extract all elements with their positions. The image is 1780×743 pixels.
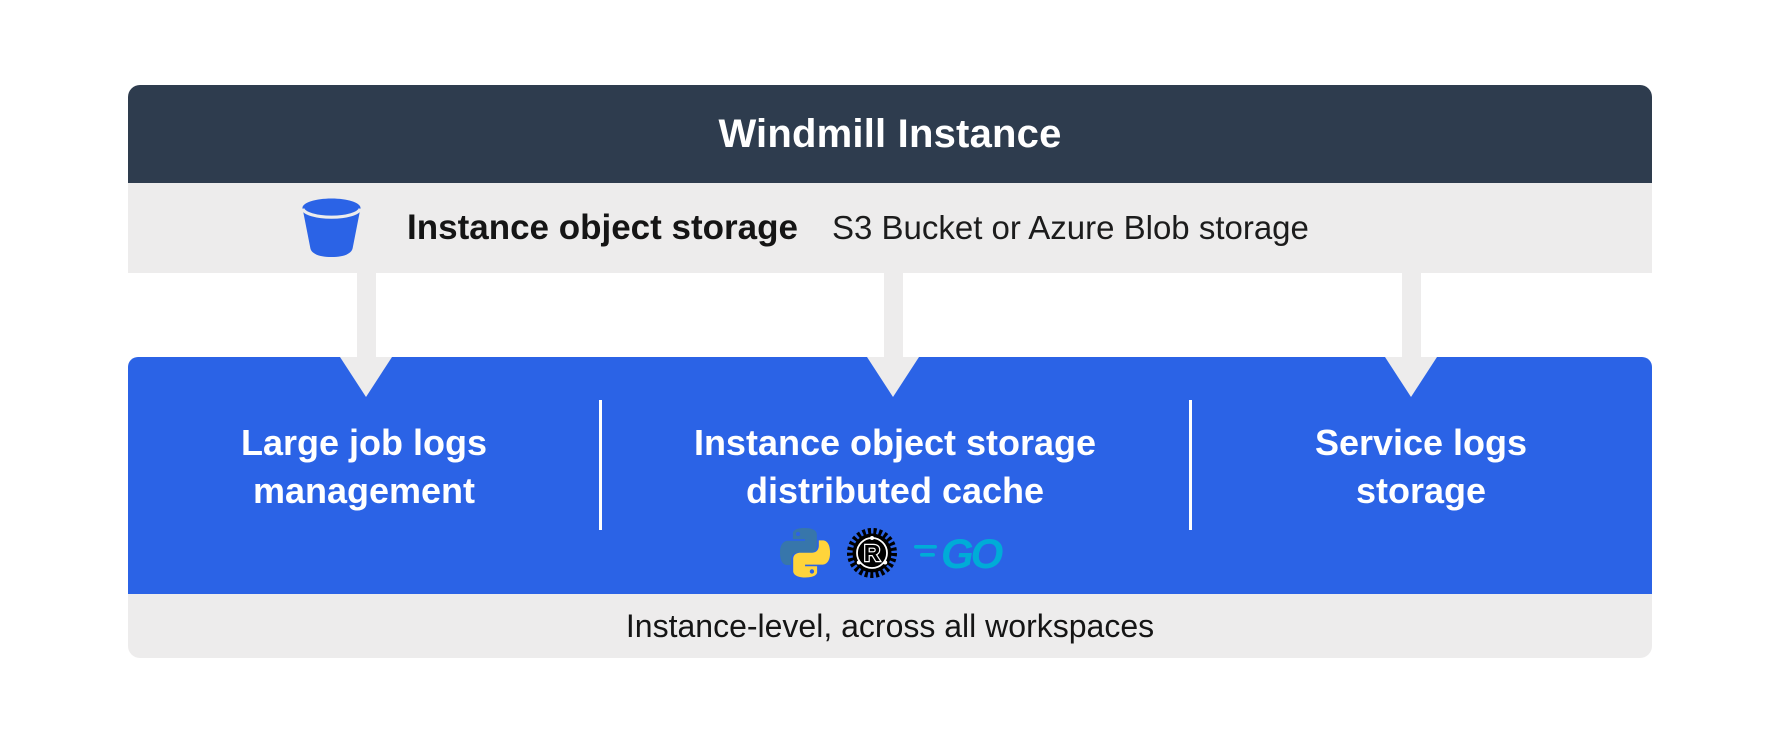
svg-text:R: R — [864, 540, 881, 566]
section-divider — [599, 400, 602, 530]
go-icon: GO — [914, 531, 1006, 575]
footer-bar: Instance-level, across all workspaces — [128, 594, 1652, 658]
section-large-job-logs: Large job logs management — [128, 357, 600, 594]
python-icon — [780, 528, 830, 578]
windmill-instance-diagram: Windmill Instance Instance object storag… — [128, 85, 1652, 658]
bucket-icon — [301, 198, 362, 258]
header-bar: Windmill Instance — [128, 85, 1652, 183]
page-title: Windmill Instance — [718, 111, 1062, 156]
section-divider — [1189, 400, 1192, 530]
storage-row-title: Instance object storage — [407, 208, 798, 247]
storage-row-subtitle: S3 Bucket or Azure Blob storage — [831, 209, 1309, 246]
connector-gap — [128, 273, 1652, 357]
features-panel: Large job logs management Instance objec… — [128, 357, 1652, 594]
section-label: Instance object storage distributed cach… — [693, 422, 1097, 511]
language-icons-row: R GO — [600, 527, 1190, 579]
footer-caption: Instance-level, across all workspaces — [625, 607, 1155, 644]
svg-text:GO: GO — [941, 531, 1003, 575]
section-label: Service logs storage — [1314, 422, 1528, 511]
instance-object-storage-row: Instance object storage S3 Bucket or Azu… — [128, 183, 1652, 273]
section-label: Large job logs management — [240, 422, 488, 511]
section-service-logs: Service logs storage — [1190, 357, 1652, 594]
section-distributed-cache: Instance object storage distributed cach… — [600, 357, 1190, 594]
rust-icon: R — [847, 528, 897, 578]
